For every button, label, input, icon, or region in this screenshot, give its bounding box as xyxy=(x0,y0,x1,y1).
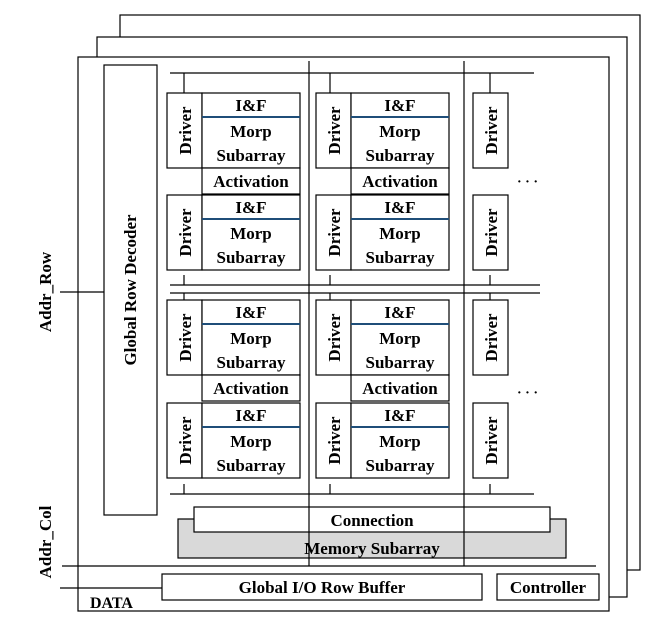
morp-label: Morp xyxy=(230,224,272,243)
subarray-label: Subarray xyxy=(217,353,286,372)
subarray-box xyxy=(201,402,301,479)
subarray-blocks: DriverI&FMorpSubarrayActivationDriverI&F… xyxy=(166,92,509,479)
controller-label: Controller xyxy=(510,578,587,597)
activation-bar xyxy=(350,374,450,402)
driver-label: Driver xyxy=(325,106,344,155)
driver-label: Driver xyxy=(176,416,195,465)
subarray-label: Subarray xyxy=(217,456,286,475)
subarray-box xyxy=(350,194,450,271)
driver-box xyxy=(472,299,509,376)
morp-label: Morp xyxy=(230,329,272,348)
driver-label: Driver xyxy=(176,208,195,257)
if-label: I&F xyxy=(384,198,415,217)
subarray-box xyxy=(350,92,450,169)
driver-box xyxy=(315,194,352,271)
controller xyxy=(496,573,600,601)
morp-label: Morp xyxy=(230,432,272,451)
driver-label: Driver xyxy=(176,313,195,362)
subarray-box xyxy=(201,194,301,271)
connection-label: Connection xyxy=(330,511,414,530)
activation-bar xyxy=(201,374,301,402)
if-label: I&F xyxy=(235,198,266,217)
ellipsis-top: · · · xyxy=(517,175,538,190)
if-label: I&F xyxy=(235,303,266,322)
activation-bar xyxy=(201,167,301,195)
subarray-label: Subarray xyxy=(366,353,435,372)
driver-label: Driver xyxy=(325,313,344,362)
morp-label: Morp xyxy=(379,122,421,141)
addr-row-label: Addr_Row xyxy=(36,251,55,332)
data-label: DATA xyxy=(90,595,133,612)
subarray-label: Subarray xyxy=(217,248,286,267)
subarray-box xyxy=(201,299,301,376)
driver-box xyxy=(166,92,203,169)
driver-label: Driver xyxy=(482,106,501,155)
subarray-label: Subarray xyxy=(366,146,435,165)
driver-only-block: Driver xyxy=(472,92,509,169)
subarray-label: Subarray xyxy=(366,248,435,267)
morp-label: Morp xyxy=(230,122,272,141)
activation-label: Activation xyxy=(362,172,438,191)
if-label: I&F xyxy=(235,96,266,115)
global-row-decoder-label: Global Row Decoder xyxy=(121,214,140,366)
driver-label: Driver xyxy=(482,313,501,362)
interconnect-grid xyxy=(170,61,540,566)
driver-box xyxy=(315,92,352,169)
morp-label: Morp xyxy=(379,224,421,243)
subarray-label: Subarray xyxy=(217,146,286,165)
if-label: I&F xyxy=(384,406,415,425)
driver-label: Driver xyxy=(325,416,344,465)
subarray-box xyxy=(201,92,301,169)
driver-label: Driver xyxy=(482,416,501,465)
driver-label: Driver xyxy=(176,106,195,155)
driver-label: Driver xyxy=(482,208,501,257)
driver-label: Driver xyxy=(325,208,344,257)
addr-col-label: Addr_Col xyxy=(36,505,55,578)
activation-label: Activation xyxy=(213,379,289,398)
driver-box xyxy=(472,194,509,271)
driver-box xyxy=(472,402,509,479)
if-label: I&F xyxy=(384,96,415,115)
driver-box xyxy=(166,402,203,479)
activation-label: Activation xyxy=(362,379,438,398)
global-io-row-buffer-label: Global I/O Row Buffer xyxy=(239,578,406,597)
connection-bar xyxy=(193,506,551,533)
global-io-row-buffer xyxy=(161,573,483,601)
if-label: I&F xyxy=(384,303,415,322)
if-label: I&F xyxy=(235,406,266,425)
driver-box xyxy=(472,92,509,169)
global-row-decoder xyxy=(103,64,158,516)
memory-subarray-label: Memory Subarray xyxy=(304,539,440,558)
activation-label: Activation xyxy=(213,172,289,191)
activation-bar xyxy=(350,167,450,195)
driver-only-block: Driver xyxy=(472,402,509,479)
driver-box xyxy=(166,194,203,271)
driver-only-block: Driver xyxy=(472,299,509,376)
ellipsis-bottom: · · · xyxy=(517,386,538,401)
subarray-box xyxy=(350,402,450,479)
driver-only-block: Driver xyxy=(472,194,509,271)
subarray-label: Subarray xyxy=(366,456,435,475)
morp-label: Morp xyxy=(379,329,421,348)
morp-label: Morp xyxy=(379,432,421,451)
